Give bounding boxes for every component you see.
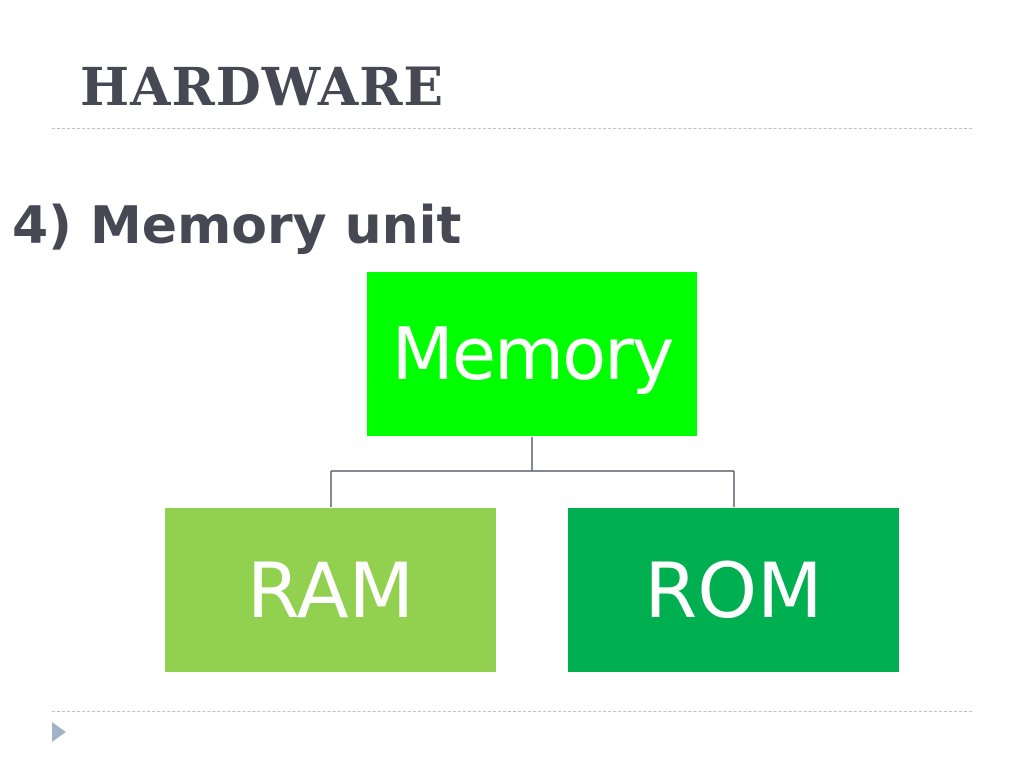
slide-title: HARDWARE	[80, 57, 445, 118]
ram-node: RAM	[165, 508, 496, 672]
title-divider	[52, 128, 972, 129]
memory-node: Memory	[367, 272, 697, 436]
slide-subtitle: 4) Memory unit	[12, 196, 462, 256]
memory-node-label: Memory	[391, 312, 675, 396]
ram-node-label: RAM	[246, 545, 415, 635]
footer-divider	[52, 711, 972, 712]
rom-node: ROM	[568, 508, 899, 672]
play-triangle-icon[interactable]	[52, 722, 66, 742]
rom-node-label: ROM	[644, 545, 823, 635]
